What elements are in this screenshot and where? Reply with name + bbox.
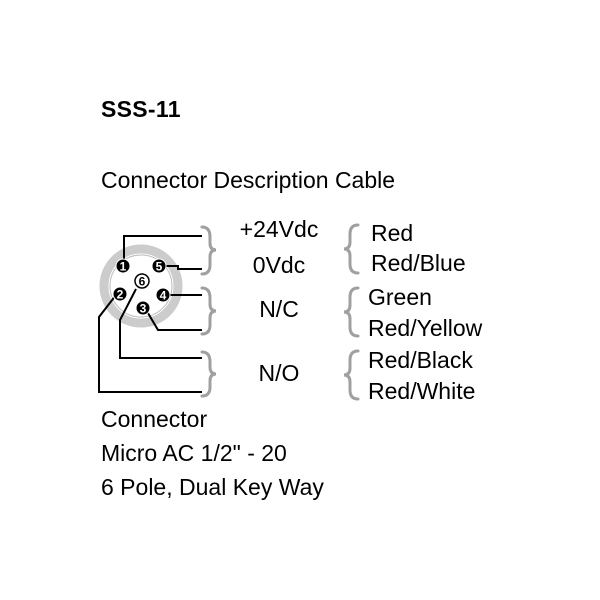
pin-1: 1 bbox=[115, 258, 131, 274]
pin-2: 2 bbox=[112, 286, 128, 302]
brace-nc bbox=[343, 286, 360, 338]
connector-poles: 6 Pole, Dual Key Way bbox=[101, 474, 324, 500]
svg-text:2: 2 bbox=[117, 288, 124, 302]
brace-no bbox=[343, 349, 360, 401]
wire-color-red-white: Red/White bbox=[368, 378, 476, 404]
svg-text:4: 4 bbox=[160, 289, 167, 303]
bracket-nc bbox=[200, 286, 217, 336]
wire-color-red-yellow: Red/Yellow bbox=[368, 315, 483, 341]
connector-label: Connector bbox=[101, 406, 208, 432]
wire-color-red-blue: Red/Blue bbox=[371, 250, 466, 276]
signal-description-24vdc: +24Vdc bbox=[239, 216, 319, 242]
wire-line-pin5 bbox=[166, 265, 202, 270]
column-header: Connector Description Cable bbox=[101, 167, 396, 193]
svg-text:1: 1 bbox=[120, 260, 127, 274]
brace-power bbox=[343, 223, 360, 275]
signal-description-nc: N/C bbox=[259, 296, 299, 322]
wire-line-pin3 bbox=[144, 307, 202, 331]
connector-brackets bbox=[200, 225, 217, 398]
wire-color-red-black: Red/Black bbox=[368, 347, 473, 373]
wire-lines bbox=[98, 235, 202, 393]
connector-type: Micro AC 1/2" - 20 bbox=[101, 440, 287, 466]
svg-text:5: 5 bbox=[156, 260, 163, 274]
wire-line-pin1 bbox=[123, 235, 202, 262]
wire-line-pin2 bbox=[98, 294, 202, 393]
bracket-no bbox=[200, 350, 217, 398]
svg-text:6: 6 bbox=[139, 275, 146, 289]
cable-braces bbox=[343, 223, 360, 401]
wire-line-pin6 bbox=[119, 288, 202, 359]
bracket-power bbox=[200, 225, 217, 276]
wire-color-red: Red bbox=[371, 220, 414, 246]
connector-ring bbox=[99, 244, 183, 328]
svg-text:3: 3 bbox=[140, 302, 147, 316]
diagram-title: SSS-11 bbox=[101, 96, 181, 122]
pin-3: 3 bbox=[135, 300, 151, 316]
signal-description-no: N/O bbox=[258, 360, 300, 386]
pin-4: 4 bbox=[155, 287, 171, 303]
pin-5: 5 bbox=[151, 258, 167, 274]
wire-color-green: Green bbox=[368, 284, 432, 310]
signal-description-0vdc: 0Vdc bbox=[252, 252, 306, 278]
pin-6: 6 bbox=[134, 273, 150, 289]
